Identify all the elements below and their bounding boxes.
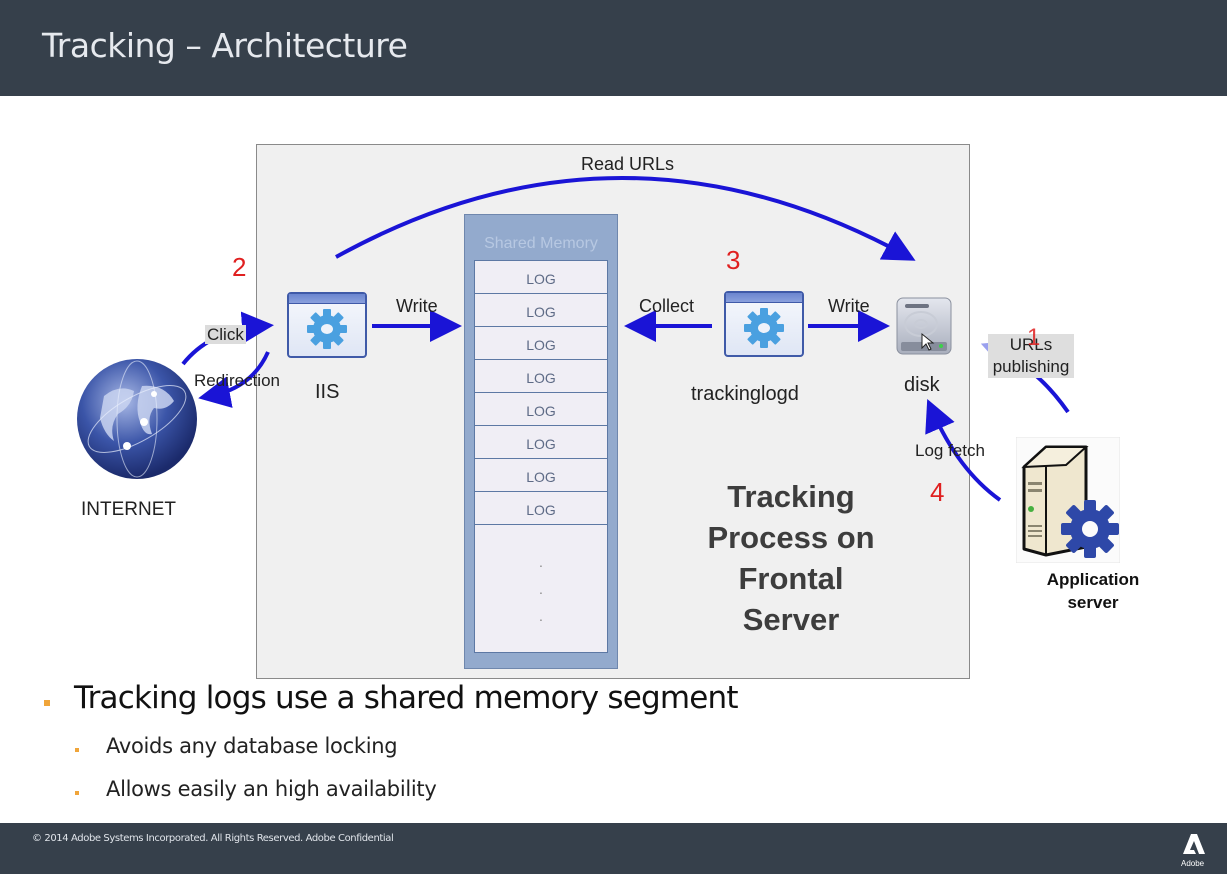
internet-globe-icon: [77, 359, 197, 479]
disk-write-label: Write: [828, 296, 870, 316]
click-label: Click: [205, 325, 246, 345]
sub-bullet: Allows easily an high availability: [106, 777, 437, 801]
bullet-marker: [44, 700, 50, 706]
step-number-2: 2: [232, 252, 247, 282]
disk-label: disk: [904, 374, 940, 396]
iis-write-label: Write: [396, 296, 438, 316]
redirection-label: Redirection: [194, 371, 280, 390]
log-entry: LOG: [475, 492, 607, 525]
sub-bullet-marker: [75, 791, 79, 795]
trackinglogd-process-icon: [724, 291, 804, 357]
slide-header: Tracking – Architecture: [0, 0, 1227, 96]
application-server-label: Application server: [1032, 568, 1154, 614]
step-number-3: 3: [726, 245, 741, 275]
shared-memory-block: Shared Memory LOG LOG LOG LOG LOG LOG LO…: [464, 214, 618, 669]
adobe-logo-text: Adobe: [1181, 859, 1205, 868]
ellipsis-dot: ·: [538, 557, 544, 573]
application-server-line1: Application: [1046, 570, 1140, 589]
urls-publishing-line2: publishing: [992, 357, 1070, 376]
slide-title: Tracking – Architecture: [42, 26, 408, 65]
slide-footer: © 2014 Adobe Systems Incorporated. All R…: [0, 823, 1227, 874]
trackinglogd-label: trackinglogd: [691, 383, 799, 405]
urls-publishing-line1: URLs: [1009, 335, 1053, 354]
log-entry: LOG: [475, 426, 607, 459]
gear-icon: [307, 309, 347, 349]
log-entry: LOG: [475, 294, 607, 327]
sub-bullet-marker: [75, 748, 79, 752]
urls-publishing-label: URLs publishing: [988, 334, 1074, 378]
copyright-text: © 2014 Adobe Systems Incorporated. All R…: [32, 833, 394, 844]
log-fetch-label: Log fetch: [915, 441, 985, 460]
caption-line: Server: [742, 602, 840, 637]
application-server-line2: server: [1067, 593, 1119, 612]
log-entry: LOG: [475, 393, 607, 426]
disk-drive-icon: [896, 297, 952, 355]
ellipsis-dot: ·: [538, 584, 544, 600]
log-entry: LOG: [475, 360, 607, 393]
adobe-logo-icon: [1183, 834, 1205, 854]
log-entry: LOG: [475, 261, 607, 294]
tracking-process-caption: Tracking Process on Frontal Server: [686, 476, 896, 640]
iis-process-icon: [287, 292, 367, 358]
click-label-text: Click: [205, 325, 246, 344]
internet-label: INTERNET: [81, 499, 176, 520]
log-list: LOG LOG LOG LOG LOG LOG LOG LOG · · ·: [474, 260, 608, 653]
read-urls-label: Read URLs: [581, 154, 675, 174]
log-entry: LOG: [475, 327, 607, 360]
sub-bullet: Avoids any database locking: [106, 734, 398, 758]
caption-line: Frontal: [738, 561, 844, 596]
ellipsis-dot: ·: [538, 611, 544, 627]
main-bullet: Tracking logs use a shared memory segmen…: [74, 680, 739, 716]
gear-icon: [744, 308, 784, 348]
iis-label: IIS: [315, 381, 340, 403]
log-entry: LOG: [475, 459, 607, 492]
step-number-4: 4: [930, 477, 945, 507]
shared-memory-label: Shared Memory: [484, 235, 598, 252]
caption-line: Process on: [707, 520, 875, 555]
step-number-1: 1: [1027, 324, 1041, 351]
collect-label: Collect: [639, 296, 695, 316]
caption-line: Tracking: [727, 479, 855, 514]
application-server-icon: [1016, 437, 1120, 563]
